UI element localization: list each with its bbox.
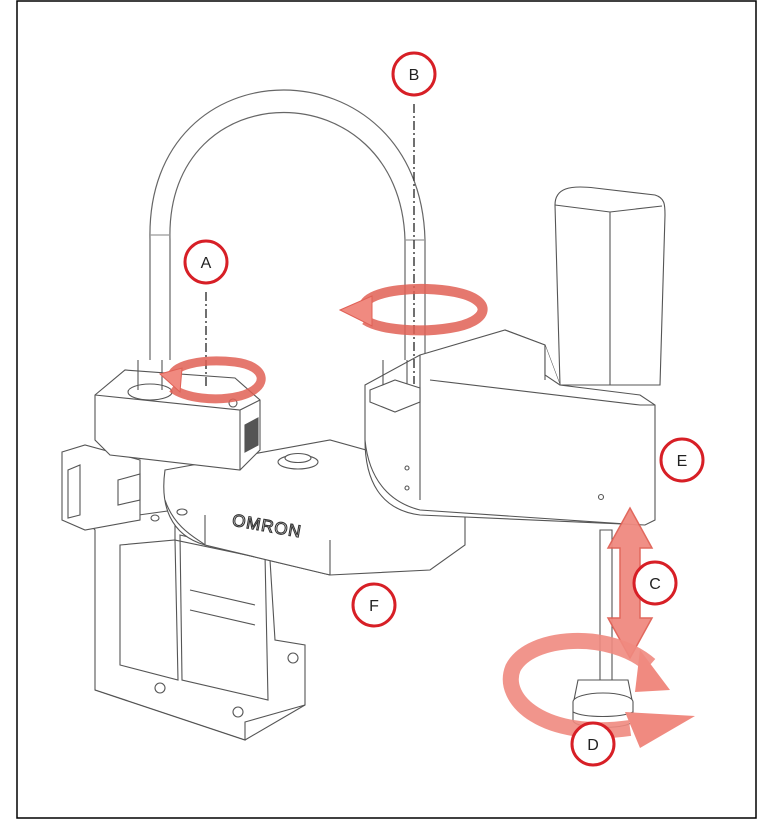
callout-b: B: [393, 53, 435, 95]
callout-f: F: [353, 584, 395, 626]
callout-c: C: [634, 562, 676, 604]
callout-d: D: [572, 723, 614, 765]
callout-f-label: F: [369, 598, 379, 615]
callout-a: A: [185, 241, 227, 283]
callout-a-label: A: [201, 255, 212, 272]
callout-b-label: B: [409, 67, 420, 84]
callout-e: E: [661, 439, 703, 481]
callout-c-label: C: [649, 576, 661, 593]
motor-cover: [545, 187, 665, 385]
callout-d-label: D: [587, 737, 599, 754]
callout-e-label: E: [677, 453, 688, 470]
